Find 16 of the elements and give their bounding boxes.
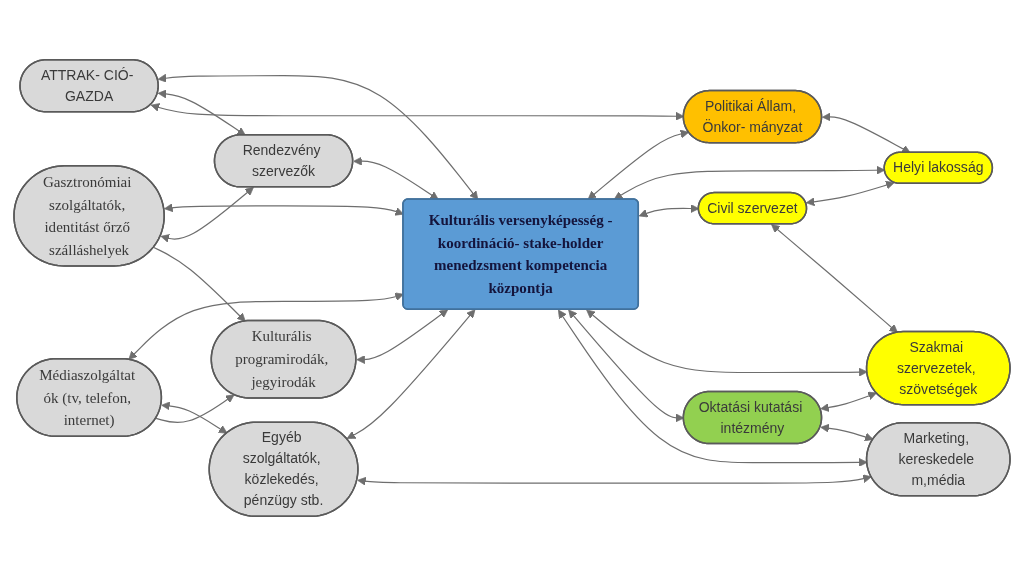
arrow — [587, 129, 690, 200]
arrow — [771, 224, 898, 333]
arrow — [353, 156, 439, 200]
arrow — [820, 391, 877, 412]
arrow — [357, 474, 872, 486]
arrow — [160, 186, 254, 243]
arrow — [157, 73, 479, 200]
arrow — [153, 246, 246, 322]
arrow — [820, 423, 874, 442]
arrow — [822, 112, 911, 154]
arrow — [157, 89, 246, 136]
arrow — [161, 401, 228, 434]
arrow — [356, 309, 449, 364]
arrow — [346, 309, 476, 439]
arrow — [805, 180, 895, 207]
arrow — [155, 394, 235, 424]
